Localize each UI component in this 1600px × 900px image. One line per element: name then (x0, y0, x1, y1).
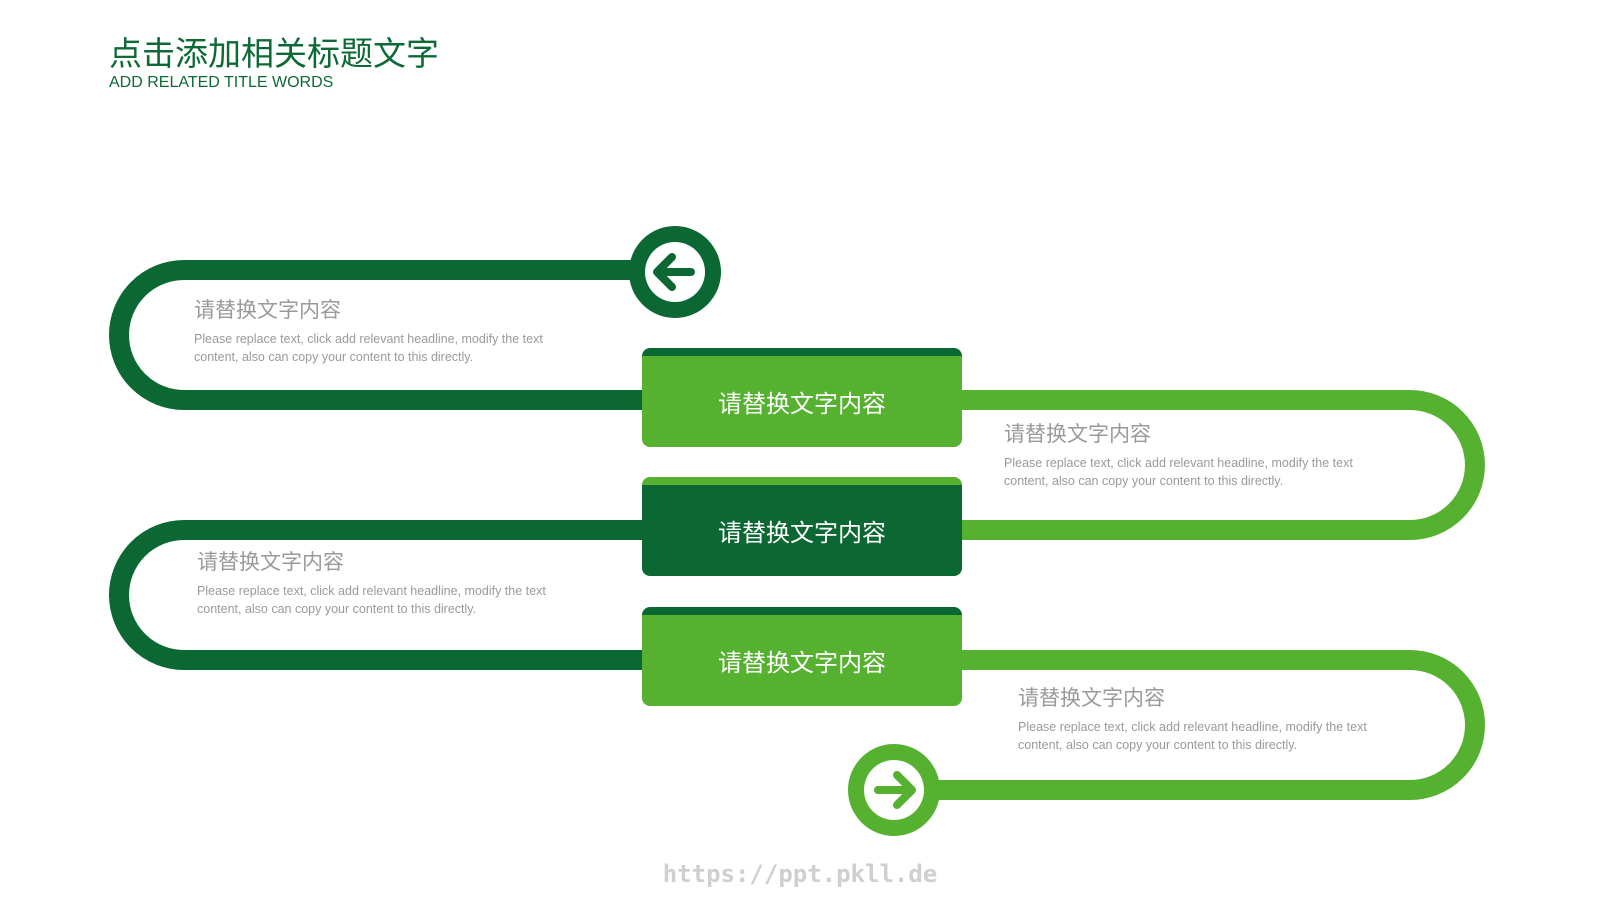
arrow-left-icon (629, 226, 721, 318)
step-box-3: 请替换文字内容 (642, 607, 962, 706)
description-2: 请替换文字内容 Please replace text, click add r… (1004, 420, 1374, 490)
description-body: Please replace text, click add relevant … (1004, 456, 1353, 488)
description-body: Please replace text, click add relevant … (197, 584, 546, 616)
description-heading: 请替换文字内容 (1018, 686, 1165, 710)
description-heading: 请替换文字内容 (1004, 422, 1151, 446)
description-1: 请替换文字内容 Please replace text, click add r… (194, 296, 564, 366)
connector-loop-4 (894, 650, 1485, 800)
step-label: 请替换文字内容 (718, 519, 886, 547)
description-heading: 请替换文字内容 (197, 550, 344, 574)
page-title: 点击添加相关标题文字 (109, 34, 439, 73)
step-label: 请替换文字内容 (718, 649, 886, 677)
watermark-text: https://ppt.pkll.de (662, 860, 938, 888)
step-label: 请替换文字内容 (718, 390, 886, 418)
arrow-right-icon (848, 744, 940, 836)
title-block: 点击添加相关标题文字 ADD RELATED TITLE WORDS (109, 34, 439, 92)
connector-loop-2 (962, 390, 1485, 540)
description-heading: 请替换文字内容 (194, 298, 341, 322)
connector-loop-1 (109, 260, 642, 410)
description-body: Please replace text, click add relevant … (194, 332, 543, 364)
connector-loop-3 (109, 520, 642, 670)
page-subtitle: ADD RELATED TITLE WORDS (109, 74, 334, 91)
step-box-2: 请替换文字内容 (642, 477, 962, 576)
description-body: Please replace text, click add relevant … (1018, 720, 1367, 752)
description-4: 请替换文字内容 Please replace text, click add r… (1018, 684, 1388, 754)
step-box-1: 请替换文字内容 (642, 348, 962, 447)
description-3: 请替换文字内容 Please replace text, click add r… (197, 548, 567, 618)
